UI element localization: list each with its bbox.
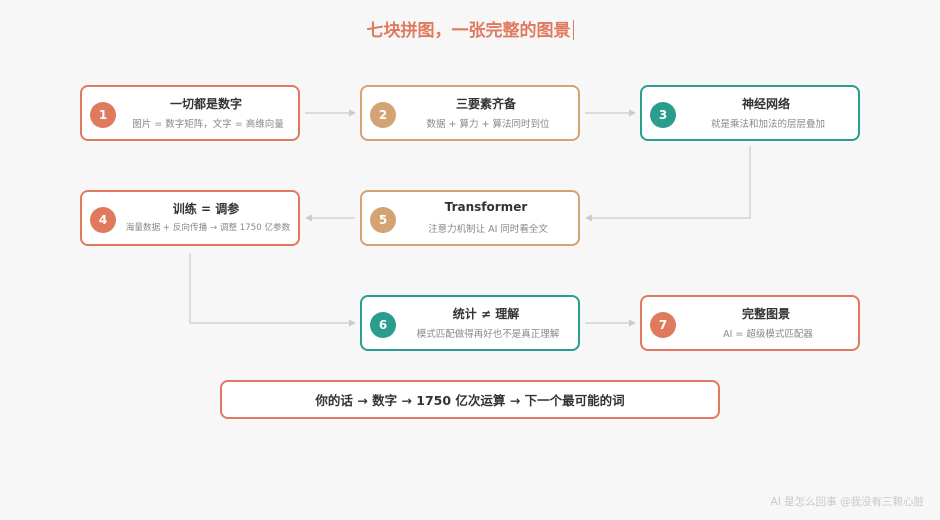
page-title: 七块拼图，一张完整的图景 — [0, 16, 940, 41]
step-subtitle: 海量数据 + 反向传播 → 调整 1750 亿参数 — [125, 223, 291, 233]
step-subtitle: 就是乘法和加法的层层叠加 — [710, 119, 825, 130]
step-number-badge: 5 — [370, 207, 396, 233]
arrowhead-4-6 — [349, 319, 356, 327]
step-title: 神经网络 — [741, 97, 790, 111]
arrowhead-2-3 — [629, 109, 636, 117]
step-node-4: 4 训练 = 调参 海量数据 + 反向传播 → 调整 1750 亿参数 — [80, 190, 300, 246]
arrowhead-3-5 — [585, 214, 592, 222]
step-title: 完整图景 — [741, 307, 790, 321]
step-title: 三要素齐备 — [455, 97, 516, 111]
step-title: Transformer — [444, 200, 528, 214]
footer-watermark: AI 是怎么回事 @我没有三颗心脏 — [770, 496, 924, 508]
step-title: 训练 = 调参 — [172, 202, 240, 216]
step-number-badge: 4 — [90, 207, 116, 233]
step-number-badge: 1 — [90, 102, 116, 128]
step-node-1: 1 一切都是数字 图片 = 数字矩阵，文字 = 高维向量 — [80, 85, 300, 141]
step-node-7: 7 完整图景 AI = 超级模式匹配器 — [640, 295, 860, 351]
arrowhead-5-4 — [305, 214, 312, 222]
step-number-badge: 6 — [370, 312, 396, 338]
step-number-badge: 3 — [650, 102, 676, 128]
step-number-badge: 2 — [370, 102, 396, 128]
step-node-6: 6 统计 ≠ 理解 模式匹配做得再好也不是真正理解 — [360, 295, 580, 351]
text-cursor — [572, 20, 574, 40]
step-subtitle: 模式匹配做得再好也不是真正理解 — [416, 329, 560, 340]
step-subtitle: AI = 超级模式匹配器 — [723, 329, 813, 340]
step-subtitle: 注意力机制让 AI 同时看全文 — [428, 224, 548, 235]
step-number-badge: 7 — [650, 312, 676, 338]
step-title: 统计 ≠ 理解 — [452, 307, 520, 321]
connector-4-6 — [189, 253, 350, 324]
arrowhead-6-7 — [629, 319, 636, 327]
summary-text: 你的话 → 数字 → 1750 亿次运算 → 下一个最可能的词 — [315, 393, 625, 408]
step-node-5: 5 Transformer 注意力机制让 AI 同时看全文 — [360, 190, 580, 246]
step-node-3: 3 神经网络 就是乘法和加法的层层叠加 — [640, 85, 860, 141]
step-subtitle: 图片 = 数字矩阵，文字 = 高维向量 — [132, 119, 284, 130]
step-title: 一切都是数字 — [169, 97, 242, 111]
summary-box: 你的话 → 数字 → 1750 亿次运算 → 下一个最可能的词 — [220, 380, 720, 419]
step-node-2: 2 三要素齐备 数据 + 算力 + 算法同时到位 — [360, 85, 580, 141]
connector-3-5 — [592, 146, 751, 219]
step-subtitle: 数据 + 算力 + 算法同时到位 — [426, 119, 550, 130]
arrowhead-1-2 — [349, 109, 356, 117]
